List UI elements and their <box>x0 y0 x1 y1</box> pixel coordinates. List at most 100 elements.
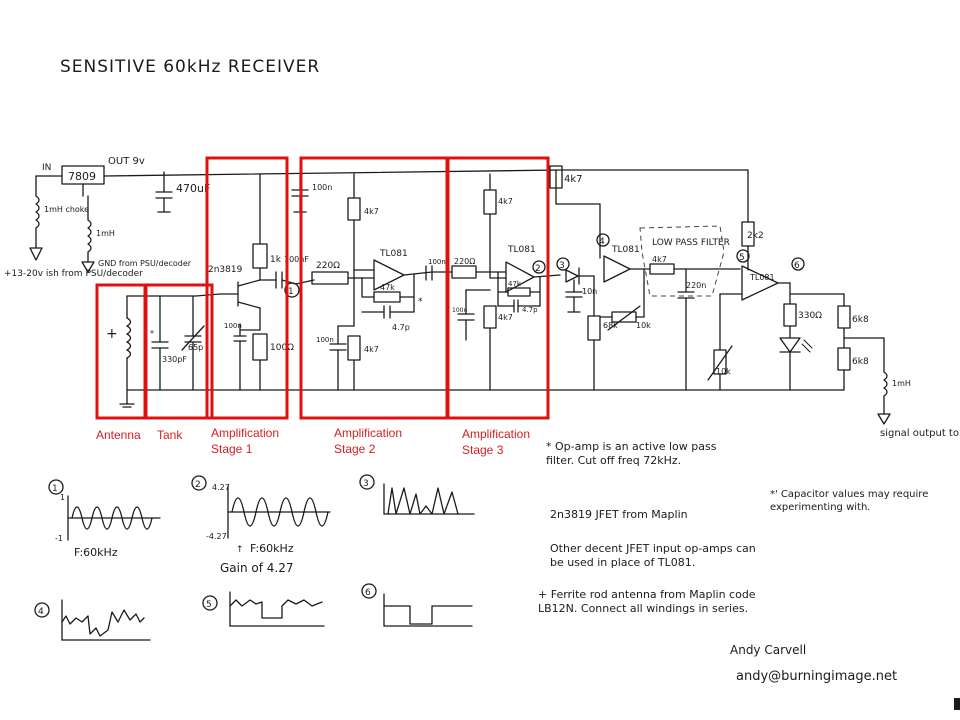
opamp5-label: TL081 <box>749 273 775 282</box>
r-bias-top2-label: 4k7 <box>364 207 379 216</box>
waveform-4-id: 4 <box>38 607 44 617</box>
power-supply: IN OUT 9v 7809 1mH choke +13-20v ish fro… <box>4 156 749 279</box>
amp-stage-1: 1k 2n3819 100nF 100n 100Ω 1 <box>195 173 309 391</box>
r-in2-label: 220Ω <box>316 261 340 271</box>
waveform-5-id: 5 <box>206 600 212 610</box>
r-2k2-label: 2k2 <box>747 231 764 241</box>
tank-cap-fixed: 330pF <box>162 355 187 364</box>
box-amp-stage-3 <box>445 156 550 420</box>
r-bias-bot3-label: 4k7 <box>498 313 513 322</box>
stage-boxes: Antenna Tank Amplification Stage 1 Ampli… <box>95 156 550 457</box>
caption-amp-stage-3-line2: Stage 3 <box>462 443 504 457</box>
l-out-label: 1mH <box>892 379 911 388</box>
waveform-2-top: 4.27 <box>212 483 230 492</box>
caption-amp-stage-1-line2: Stage 1 <box>211 442 253 456</box>
caption-amp-stage-1: Amplification Stage 1 <box>211 426 282 456</box>
gnd-label: GND from PSU/decoder <box>98 259 192 268</box>
c-fb2-label: 4.7p <box>392 323 410 332</box>
r-fb2-label: 47k <box>380 283 395 292</box>
c-source-label: 100n <box>224 322 242 330</box>
waveform-1-bottom: -1 <box>55 534 63 543</box>
node-3: 3 <box>559 261 565 271</box>
node-6: 6 <box>794 261 800 271</box>
r-6k8a-label: 6k8 <box>852 315 869 325</box>
r-6k8b-label: 6k8 <box>852 357 869 367</box>
opamp2-symbol <box>373 259 405 291</box>
notes: * Op-amp is an active low pass filter. C… <box>538 440 928 684</box>
r-in2 <box>311 271 349 285</box>
r-bias-top3-label: 4k7 <box>498 197 513 206</box>
r-drain <box>252 243 268 269</box>
waveform-1-trace <box>71 506 153 530</box>
waveform-6: 6 <box>361 583 473 627</box>
waveform-5: 5 <box>202 591 325 627</box>
note-opamp: Other decent JFET input op-amps can be u… <box>550 542 756 570</box>
node-5: 5 <box>739 253 745 263</box>
note-opamp-fo: Other decent JFET input op-amps can be u… <box>550 542 756 570</box>
r-bias-bot3 <box>483 305 497 329</box>
arrow-up: ↑ <box>236 545 244 555</box>
r-330 <box>783 303 797 327</box>
node-4: 4 <box>599 237 605 247</box>
box-amp-stage-1 <box>205 156 289 420</box>
c-couple2-label: 100n <box>428 258 446 266</box>
r-source <box>252 333 268 361</box>
r-source-label: 100Ω <box>270 343 294 353</box>
r-fb2 <box>373 291 401 303</box>
waveform-1-label: F:60kHz <box>74 546 118 559</box>
caption-amp-stage-2-line2: Stage 2 <box>334 442 376 456</box>
psu-label: +13-20v ish from PSU/decoder <box>4 269 143 279</box>
note-lpf-fo: * Op-amp is an active low pass filter. C… <box>546 440 717 468</box>
supply-in-label: IN <box>42 163 51 173</box>
antenna-tank: + * 330pF 65p <box>106 295 241 408</box>
waveform-2-label: F:60kHz <box>250 542 294 555</box>
node-1: 1 <box>288 287 294 297</box>
bulk-cap-label: 470uF <box>176 182 210 195</box>
waveform-2: 2 4.27 -4.27 ↑ F:60kHz Gain of 4.27 <box>191 475 331 575</box>
r-bias-bot2-label: 4k7 <box>364 345 379 354</box>
caption-amp-stage-3-text: Amplification <box>462 427 530 441</box>
opamp2-label: TL081 <box>379 249 408 259</box>
amp-stage-2: 100n 220Ω 4k7 TL081 47k 4.7p * 100n 4k7 <box>291 173 453 391</box>
tank-cap-var: 65p <box>188 343 203 352</box>
waveform-3-trace <box>387 487 459 515</box>
opamp3-symbol <box>505 261 535 293</box>
box-antenna <box>95 283 148 420</box>
note-lpf: * Op-amp is an active low pass filter. C… <box>546 440 717 468</box>
box-tank <box>143 283 214 420</box>
r-68k-label: 68k <box>603 321 618 330</box>
caption-tank: Tank <box>157 428 183 442</box>
detector-output: 4k7 3 10n 4 TL081 68k 10k LOW PASS FILTE… <box>239 165 960 439</box>
c-bias2-label: 100n <box>316 336 334 344</box>
lpf-label: LOW PASS FILTER <box>652 238 730 248</box>
antenna-plus: + <box>106 326 118 342</box>
note-ferrite-fo: + Ferrite rod antenna from Maplin code L… <box>538 588 756 615</box>
opamp4-symbol <box>603 255 631 283</box>
note-jfet-fo: 2n3819 JFET from Maplin <box>550 508 688 521</box>
r-lpf <box>649 263 675 275</box>
note-cap-fo: *' Capacitor values may require experime… <box>770 489 928 513</box>
waveform-1-top: 1 <box>60 493 65 502</box>
waveform-2-bottom: -4.27 <box>206 532 227 541</box>
waveform-3-id: 3 <box>363 479 369 489</box>
page-title: SENSITIVE 60kHz RECEIVER <box>60 57 320 77</box>
regulator-label: 7809 <box>68 170 96 183</box>
signature-name: Andy Carvell <box>730 643 806 657</box>
supply-out-label: OUT 9v <box>108 156 145 167</box>
r-bias-bot2 <box>347 335 361 361</box>
amp-stage-3: 220Ω 4k7 TL081 47k 4.7p 100n 4k7 2 <box>451 173 561 391</box>
r-in3 <box>451 265 477 279</box>
inductor-label: 1mH <box>96 229 115 238</box>
opamp5-symbol <box>741 265 779 301</box>
r-bias-top2 <box>347 197 361 221</box>
waveform-4: 4 <box>34 599 151 641</box>
r-330-label: 330Ω <box>798 311 822 321</box>
r-6k8a <box>837 305 851 329</box>
waveform-5-trace <box>229 599 323 619</box>
r-bias-top3 <box>483 189 497 215</box>
r-68k <box>587 315 601 341</box>
signature-email: andy@burningimage.net <box>736 669 897 684</box>
opamp4-label: TL081 <box>611 245 640 255</box>
c-decouple2-label: 100n <box>312 183 332 192</box>
